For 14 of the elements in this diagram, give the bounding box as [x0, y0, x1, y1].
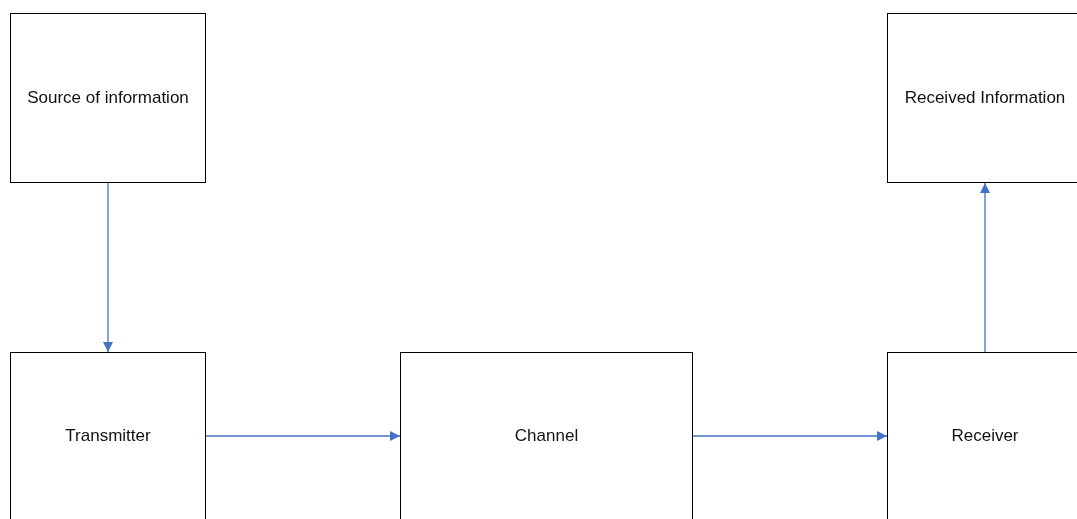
box-label: Source of information — [27, 87, 189, 109]
process-box — [887, 352, 1077, 519]
process-box — [10, 352, 206, 519]
process-box — [400, 352, 693, 519]
arrow — [980, 182, 990, 353]
arrow — [205, 431, 401, 441]
box-label: Channel — [514, 425, 579, 447]
box-label: Received Information — [904, 87, 1066, 109]
process-box — [10, 13, 206, 183]
process-box — [887, 13, 1077, 183]
box-label: Receiver — [951, 425, 1019, 447]
arrow — [692, 431, 888, 441]
box-label: Transmitter — [65, 425, 151, 447]
arrow — [103, 182, 113, 353]
